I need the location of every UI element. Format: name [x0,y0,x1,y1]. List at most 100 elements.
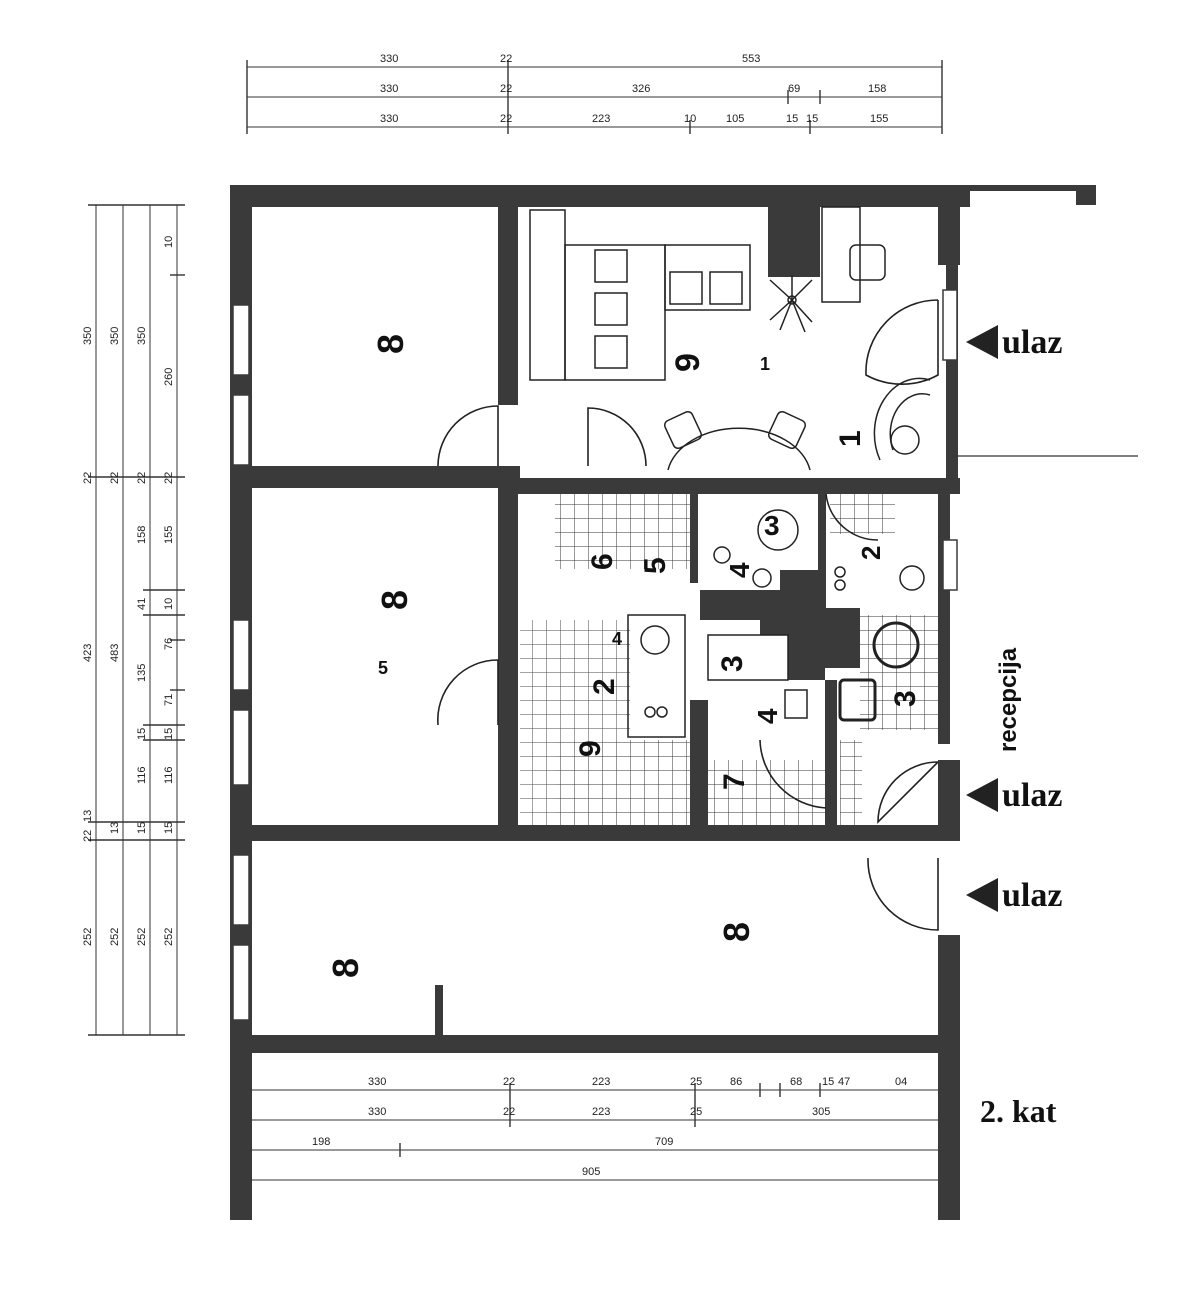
room-numbers: 8 9 1 1 8 5 6 5 3 4 2 4 2 3 3 4 9 7 8 8 [325,334,922,978]
bottom-dim-1-2: 22 [503,1076,515,1088]
left-dim-3-1: 350 [136,327,148,345]
left-dim-3-7: 116 [136,766,148,784]
room-label-9b: 9 [574,740,607,757]
bottom-dim-1-7: 15 [822,1076,834,1088]
bottom-dim-3-2: 709 [655,1136,673,1148]
room-label-4b: 4 [612,629,622,649]
left-dim-4-6: 76 [163,638,175,650]
entrance-arrow-3-icon [966,878,998,912]
furniture [529,206,931,738]
left-dim-1-6: 252 [82,928,94,946]
bottom-dim-3-1: 198 [312,1136,330,1148]
room-label-side-1: 1 [834,430,867,447]
left-dim-texts: 350 22 423 13 22 252 350 22 483 13 252 3… [82,236,175,946]
bottom-dim-1-6: 68 [790,1076,802,1088]
right-windows [942,289,958,591]
tiled-floors [520,494,938,825]
top-dimensions [246,60,943,134]
room-label-bottom-left: 8 [325,958,366,978]
bottom-dim-1-4: 25 [690,1076,702,1088]
left-dim-3-8: 15 [136,822,148,834]
left-dim-4-7: 71 [163,694,175,706]
top-dim-2-1: 330 [380,83,398,95]
left-dim-3-3: 158 [136,526,148,544]
left-windows [232,304,250,1021]
left-dim-4-9: 116 [163,766,175,784]
room-label-4c: 4 [752,708,783,724]
reception-label: recepcija [995,647,1022,752]
left-dim-3-4: 41 [136,598,148,610]
top-dim-2-3: 326 [632,83,650,95]
room-label-2b: 2 [588,678,621,695]
room-label-7: 7 [718,773,751,790]
left-dim-3-9: 252 [136,928,148,946]
bottom-dim-2-2: 22 [503,1106,515,1118]
bottom-dim-2-1: 330 [368,1106,386,1118]
left-dim-1-1: 350 [82,327,94,345]
room-label-5: 5 [639,557,672,574]
left-dim-4-1: 10 [163,236,175,248]
room-label-top-9: 9 [669,353,707,372]
bottom-dim-4-1: 905 [582,1166,600,1178]
room-label-top-left: 8 [370,334,411,354]
floor-label: 2. kat [980,1093,1057,1129]
room-label-6: 6 [586,553,619,570]
left-dim-1-4: 13 [82,810,94,822]
bottom-dim-1-1: 330 [368,1076,386,1088]
left-dim-2-5: 252 [109,928,121,946]
bottom-dim-2-4: 25 [690,1106,702,1118]
room-label-3c: 3 [889,690,922,707]
top-dim-2-5: 158 [868,83,886,95]
entrance-arrows [966,325,998,912]
top-dim-1-3: 553 [742,53,760,65]
left-dim-4-2: 260 [163,368,175,386]
top-dim-3-2: 22 [500,113,512,125]
room-label-4a: 4 [724,562,755,578]
bottom-dim-1-3: 223 [592,1076,610,1088]
top-dim-1-2: 22 [500,53,512,65]
bottom-dim-1-8: 47 [838,1076,850,1088]
top-dim-3-6: 15 [786,113,798,125]
room-label-mid-left: 8 [374,590,415,610]
top-dim-1-1: 330 [380,53,398,65]
left-dim-2-3: 483 [109,644,121,662]
bottom-dimensions [250,1083,938,1181]
left-dim-2-4: 13 [109,822,121,834]
left-dim-4-10: 15 [163,822,175,834]
left-dim-1-2: 22 [82,472,94,484]
walls [230,185,1096,1220]
bottom-dim-1-9: 04 [895,1076,907,1088]
room-label-mid-5: 5 [378,658,388,678]
left-dim-1-3: 423 [82,644,94,662]
left-dim-4-4: 155 [163,526,175,544]
top-dim-3-1: 330 [380,113,398,125]
doors [437,299,939,931]
entrance-arrow-1-icon [966,325,998,359]
left-dim-3-5: 135 [136,664,148,682]
top-dim-3-4: 10 [684,113,696,125]
room-label-2a: 2 [856,546,886,560]
bottom-dim-2-3: 223 [592,1106,610,1118]
entrance-arrow-2-icon [966,778,998,812]
top-dim-2-4: 69 [788,83,800,95]
left-dim-4-11: 252 [163,928,175,946]
top-dim-3-5: 105 [726,113,744,125]
room-label-3b: 3 [716,655,749,672]
left-dim-4-5: 10 [163,598,175,610]
top-dim-3-3: 223 [592,113,610,125]
entrance-label-2: ulaz [1002,777,1062,814]
left-dimensions [88,204,185,1036]
top-dim-3-7: 15 [806,113,818,125]
left-dim-4-3: 22 [163,472,175,484]
entrance-label-3: ulaz [1002,877,1062,914]
left-dim-3-6: 15 [136,728,148,740]
entrance-label-1: ulaz [1002,324,1062,361]
bottom-dim-2-5: 305 [812,1106,830,1118]
left-dim-4-8: 15 [163,728,175,740]
room-label-3a: 3 [764,510,780,541]
room-label-bottom-right: 8 [716,922,757,942]
left-dim-1-5: 22 [82,830,94,842]
room-label-top-1: 1 [760,354,770,374]
top-dim-2-2: 22 [500,83,512,95]
